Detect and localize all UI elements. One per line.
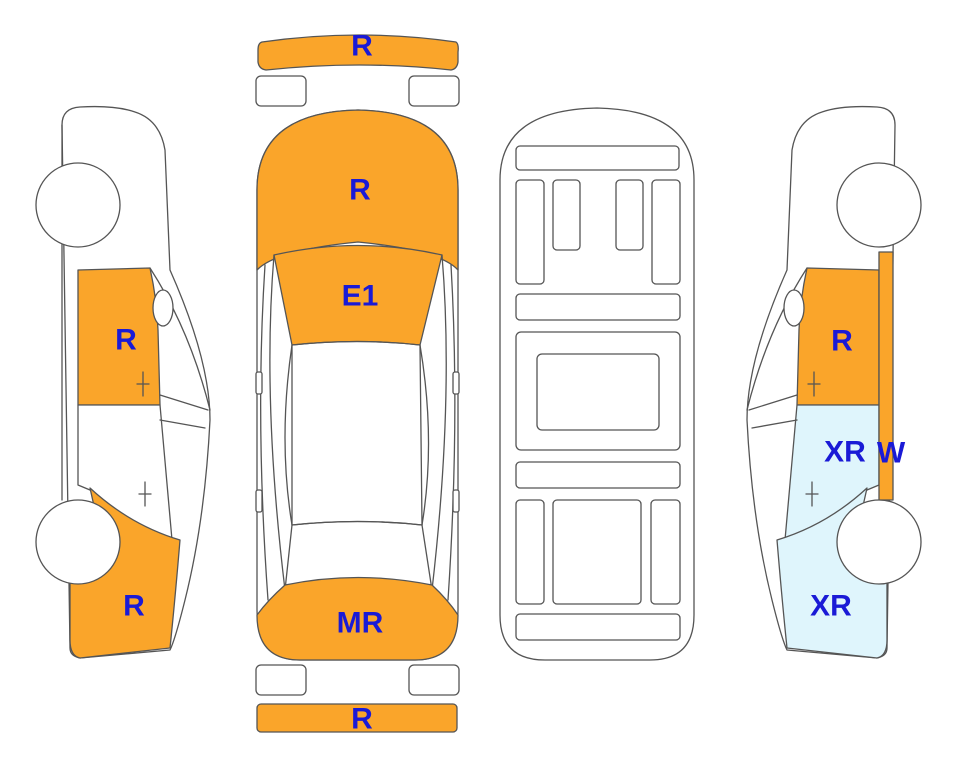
left-rear-wheel [35,499,121,585]
windshield-label: E1 [342,280,379,313]
underbody-floor-inner [536,353,660,431]
underbody-inner-left [552,179,581,251]
front-bumper-panel[interactable] [257,34,459,71]
right-headlight [408,75,460,107]
front-bumper-label: R [351,30,373,63]
right-window-inner [748,394,798,429]
top-left-outer-line [260,264,269,601]
right-front-door-label: R [831,325,853,358]
left-rear-handle [138,481,152,507]
top-left-mirror [255,371,263,395]
underbody-left-front-rail [515,179,545,285]
hood-label: R [349,174,371,207]
left-taillight [255,664,307,696]
underbody-right-rear-rail [650,499,681,605]
trunk-label: MR [337,607,384,640]
rear-bumper-panel[interactable] [256,703,458,733]
underbody-front-bar [515,145,680,171]
right-pillar-label: W [877,437,906,470]
right-mirror [783,289,805,327]
right-front-handle [807,371,821,397]
left-rear-quarter-label: R [123,590,145,623]
underbody-mid-bar [515,293,681,321]
top-left-inner-line [284,344,293,526]
damage-labels: R R E1 MR R R R R XR W XR [115,30,906,736]
underbody-tail-bar [515,613,681,641]
right-rear-quarter-label: XR [810,590,852,623]
left-headlight [255,75,307,107]
top-right-outer-line [447,264,456,601]
top-left-handle [255,489,263,513]
left-front-door-label: R [115,324,137,357]
underbody-rear-bar [515,461,681,489]
underbody-view [499,107,695,661]
left-window-inner [159,394,209,429]
right-rear-wheel [836,499,922,585]
right-pillar-panel[interactable] [878,251,894,501]
underbody-left-rear-rail [515,499,545,605]
rear-bumper-label: R [351,703,373,736]
top-left-side-line [269,254,286,591]
right-rear-handle [805,481,819,507]
underbody-inner-right [615,179,644,251]
underbody-right-front-rail [651,179,681,285]
top-right-side-line [431,254,447,591]
top-right-mirror [452,371,460,395]
left-side-view [35,105,211,659]
left-window-line [149,267,211,411]
right-front-wheel [836,162,922,248]
right-taillight [408,664,460,696]
left-mirror [152,289,174,327]
right-side-view [746,105,922,659]
underbody-rear-center [552,499,642,605]
left-front-wheel [35,162,121,248]
right-window-line [746,267,808,411]
top-right-inner-line [419,344,430,526]
right-rear-door-label: XR [824,436,866,469]
top-view [255,34,460,733]
top-right-handle [452,489,460,513]
trunk-panel[interactable] [256,576,459,661]
left-front-handle [136,371,150,397]
